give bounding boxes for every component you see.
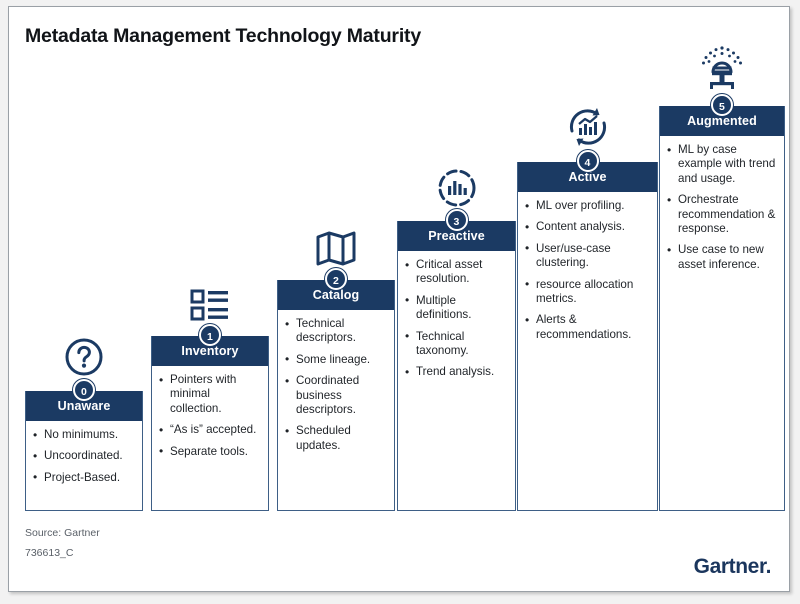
gartner-logo: Gartner.	[693, 555, 772, 579]
list-item: Technical descriptors.	[285, 317, 386, 346]
list-item: Content analysis.	[525, 220, 649, 235]
step-4-body: ML over profiling. Content analysis. Use…	[518, 192, 657, 355]
step-0-badge: 0	[73, 379, 95, 401]
source-note: Source: Gartner	[25, 527, 100, 539]
list-item: ML over profiling.	[525, 198, 649, 213]
list-item: Uncoordinated.	[33, 449, 134, 464]
step-3-body: Critical asset resolution. Multiple defi…	[398, 251, 515, 393]
list-item: Orchestrate recommendation & response.	[667, 193, 776, 236]
step-2-body: Technical descriptors. Some lineage. Coo…	[278, 310, 394, 466]
list-item: ML by case example with trend and usage.	[667, 142, 776, 186]
step-1-header: 1 Inventory	[152, 324, 268, 366]
question-mark-circle-icon	[57, 329, 111, 379]
gartner-logo-dot: .	[765, 555, 772, 578]
list-item: Scheduled updates.	[285, 424, 386, 453]
step-3-label: Preactive	[428, 229, 485, 243]
folded-map-icon	[309, 218, 363, 268]
list-item: Coordinated business descriptors.	[285, 374, 386, 417]
step-4-label: Active	[568, 170, 607, 184]
list-item: Some lineage.	[285, 352, 386, 367]
gartner-logo-text: Gartner	[693, 555, 766, 578]
list-item: Technical taxonomy.	[405, 329, 507, 359]
step-1-body: Pointers with minimal collection. “As is…	[152, 366, 268, 472]
step-0-unaware[interactable]: 0 Unaware No minimums. Uncoordinated. Pr…	[25, 338, 143, 511]
step-0-label: Unaware	[57, 399, 111, 413]
refresh-cycle-chart-icon	[561, 100, 615, 150]
step-3-badge: 3	[445, 209, 468, 231]
step-2-label: Catalog	[312, 288, 360, 302]
step-5-header: 5 Augmented	[660, 94, 784, 136]
page-title: Metadata Management Technology Maturity	[25, 25, 421, 47]
step-5-augmented[interactable]: 5 Augmented ML by case example with tren…	[659, 46, 785, 511]
step-4-active[interactable]: 4 Active ML over profiling. Content anal…	[517, 108, 658, 511]
step-4-badge: 4	[576, 150, 599, 172]
step-5-body: ML by case example with trend and usage.…	[660, 136, 784, 285]
step-2-catalog[interactable]: 2 Catalog Technical descriptors. Some li…	[277, 231, 395, 511]
step-1-badge: 1	[199, 324, 221, 346]
checklist-icon	[183, 274, 237, 324]
step-2-header: 2 Catalog	[278, 268, 394, 310]
chart-frame: Metadata Management Technology Maturity …	[8, 6, 790, 592]
idea-lightbulb-rays-icon	[695, 44, 749, 94]
step-2-badge: 2	[325, 268, 347, 290]
step-3-header: 3 Preactive	[398, 209, 515, 251]
step-3-preactive[interactable]: 3 Preactive Critical asset resolution. M…	[397, 169, 516, 511]
list-item: Critical asset resolution.	[405, 258, 507, 287]
step-0-header: 0 Unaware	[26, 379, 142, 421]
list-item: “As is” accepted.	[159, 423, 260, 438]
list-item: User/use-case clustering.	[525, 241, 649, 271]
document-id: 736613_C	[25, 547, 74, 559]
list-item: Project-Based.	[33, 470, 134, 485]
step-0-body: No minimums. Uncoordinated. Project-Base…	[26, 421, 142, 498]
step-5-label: Augmented	[687, 114, 757, 128]
step-1-inventory[interactable]: 1 Inventory Pointers with minimal collec…	[151, 289, 269, 511]
list-item: Trend analysis.	[405, 365, 507, 380]
list-item: Use case to new asset inference.	[667, 243, 776, 272]
list-item: Separate tools.	[159, 444, 260, 459]
list-item: Alerts & recommendations.	[525, 313, 649, 342]
list-item: Multiple definitions.	[405, 293, 507, 323]
list-item: resource allocation metrics.	[525, 277, 649, 307]
list-item: No minimums.	[33, 427, 134, 442]
dashed-circle-bar-chart-icon	[430, 159, 484, 209]
step-5-badge: 5	[711, 94, 733, 116]
step-4-header: 4 Active	[518, 150, 657, 192]
step-1-label: Inventory	[181, 344, 239, 358]
maturity-staircase: 0 Unaware No minimums. Uncoordinated. Pr…	[19, 46, 785, 511]
list-item: Pointers with minimal collection.	[159, 372, 260, 416]
